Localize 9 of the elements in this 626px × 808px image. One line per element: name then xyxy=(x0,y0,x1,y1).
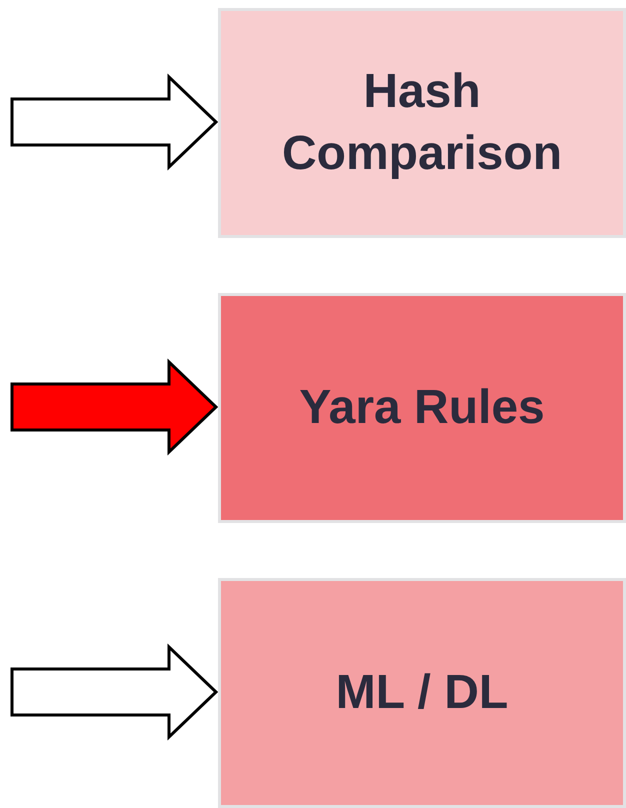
box-label: Hash Comparison xyxy=(280,64,564,182)
block-arrow xyxy=(10,73,218,171)
process-box xyxy=(218,8,626,238)
block-arrow xyxy=(10,643,218,741)
box-label: Yara Rules xyxy=(299,380,545,436)
box-label: ML / DL xyxy=(336,664,508,721)
process-box xyxy=(218,293,626,523)
block-arrow xyxy=(10,358,218,456)
process-box xyxy=(218,578,626,808)
